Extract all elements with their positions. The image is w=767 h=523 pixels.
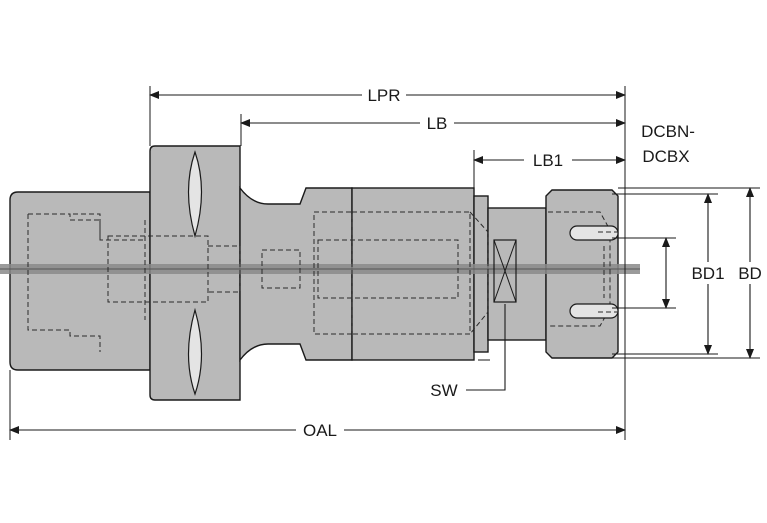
wrench-flat (493, 239, 517, 303)
dcbn-label: DCBN- (641, 122, 695, 141)
hidden-lines (27, 211, 611, 352)
bd-label: BD (738, 264, 762, 283)
dcbx-label: DCBX (642, 147, 689, 166)
lb1-label: LB1 (533, 151, 563, 170)
bd1-label: BD1 (691, 264, 724, 283)
oal-label: OAL (303, 421, 337, 440)
lb-label: LB (427, 114, 448, 133)
drive-slot-top (187, 150, 203, 239)
sw-leader-line (466, 304, 506, 391)
collet-slots (569, 225, 619, 319)
drive-slot-bottom (187, 307, 203, 396)
sw-label: SW (430, 381, 457, 400)
lpr-label: LPR (367, 86, 400, 105)
taper-shank (9, 191, 151, 371)
tool-body (0, 145, 640, 401)
